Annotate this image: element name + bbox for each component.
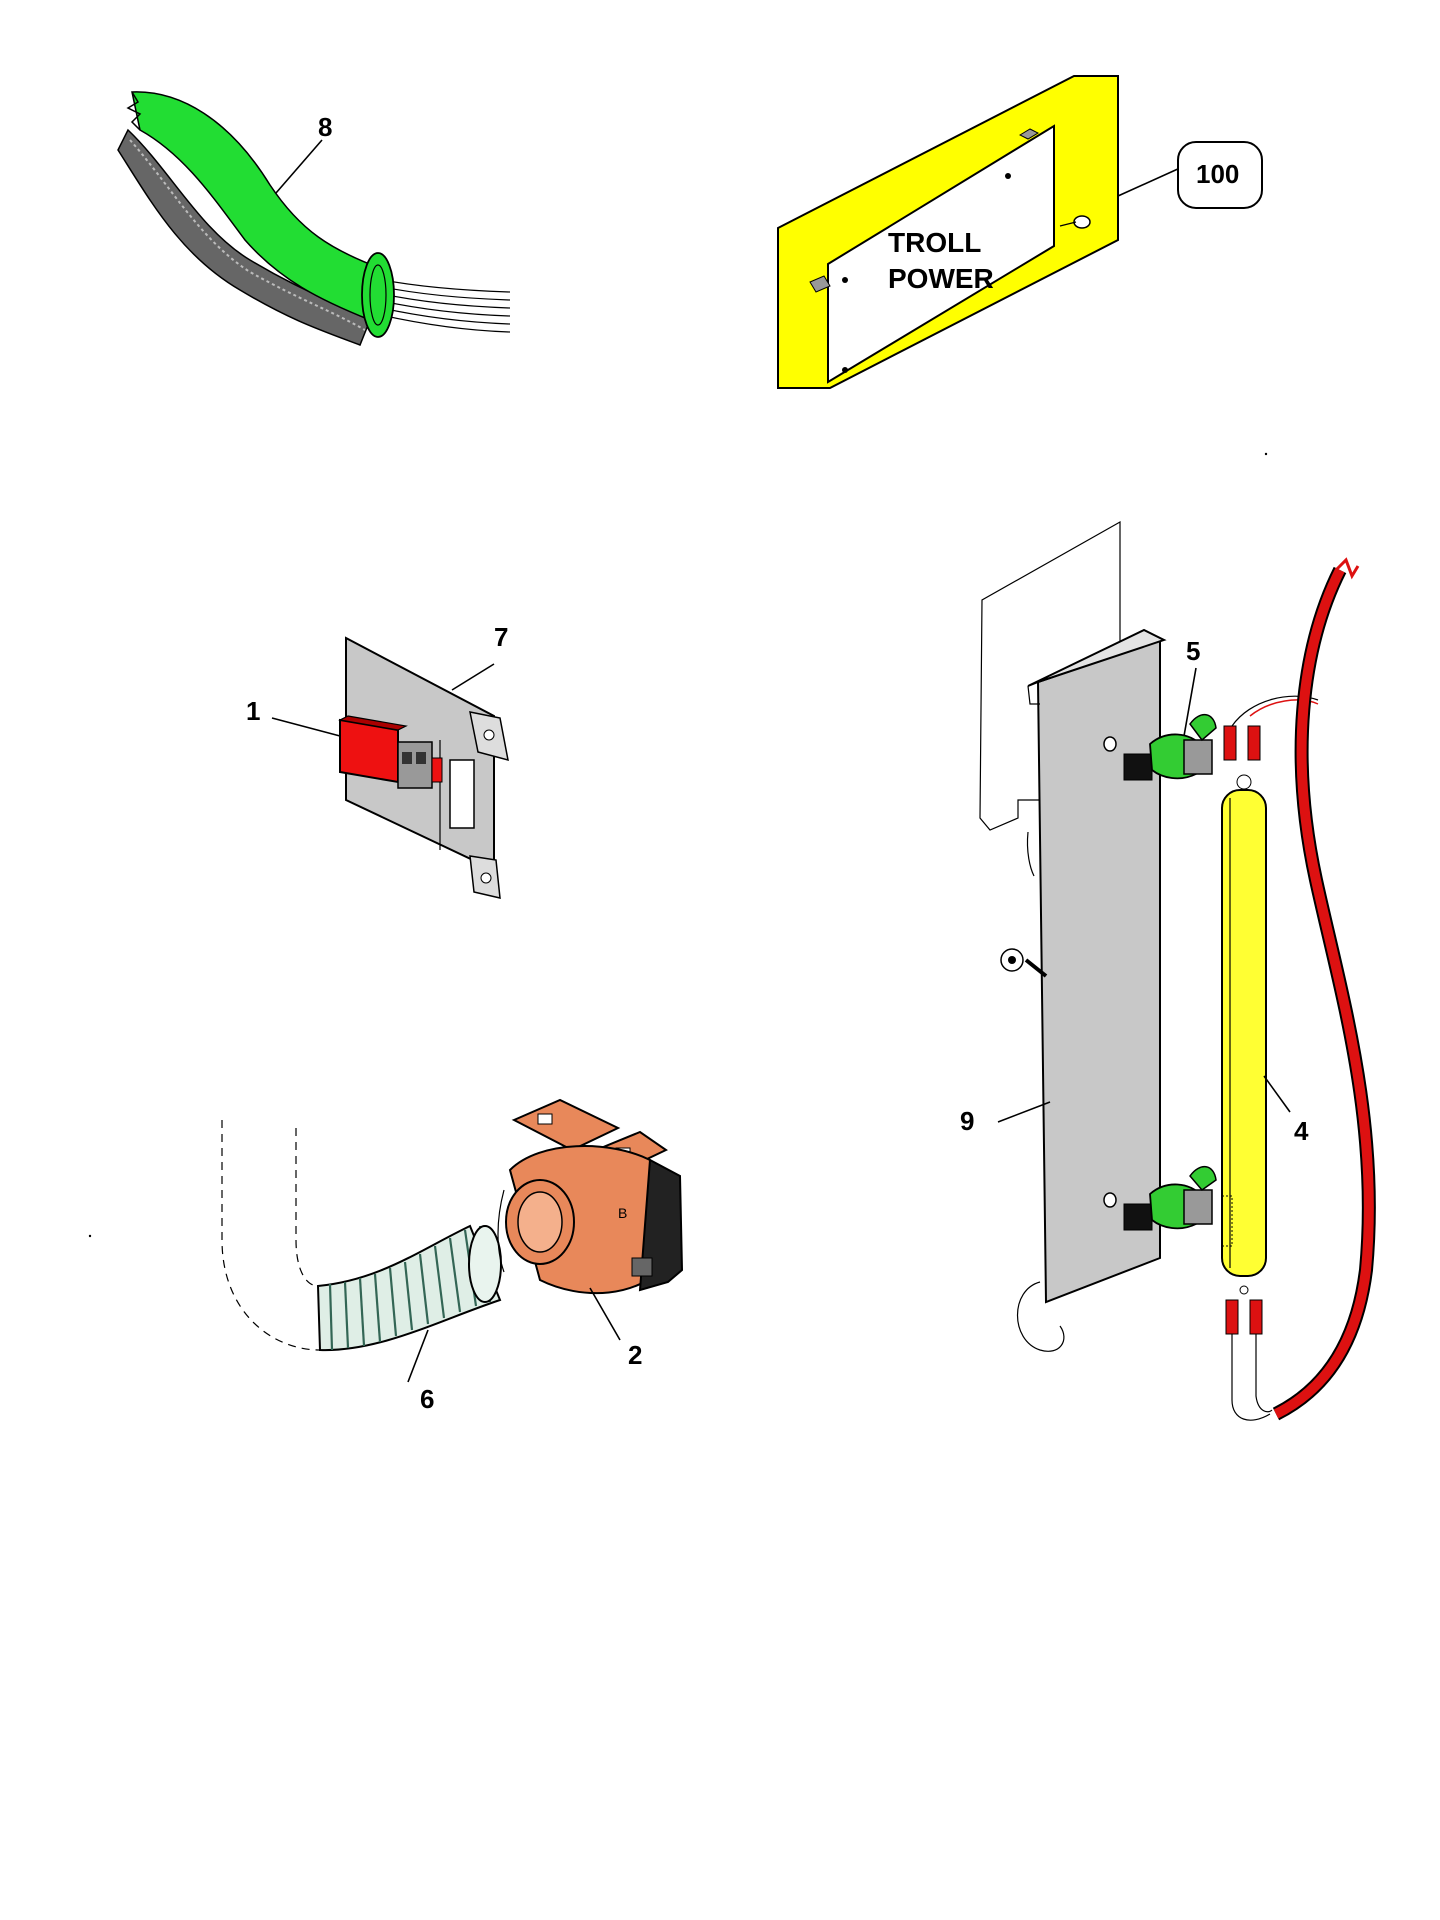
- callout-6: 6: [420, 1384, 434, 1414]
- callout-7: 7: [494, 622, 508, 652]
- callout-5: 5: [1186, 636, 1200, 666]
- part-100-troll-power-plate: TROLL POWER: [777, 75, 1119, 389]
- part-2-blower: B: [497, 1098, 684, 1295]
- part-5-tube-clips: [1123, 714, 1217, 1231]
- part-9-mounting-panel: [979, 520, 1167, 1352]
- part-1-rocker-switch: [338, 715, 443, 789]
- part-8-wire-harness: [117, 91, 511, 346]
- lower-tube-clip: [1123, 1166, 1217, 1231]
- red-power-cable: [1272, 557, 1376, 1421]
- callout-9: 9: [960, 1106, 974, 1136]
- plate-label-line2: POWER: [888, 263, 994, 294]
- part-4-heater-tube: [1221, 695, 1319, 1421]
- callout-100: 100: [1196, 159, 1239, 189]
- part-6-duct-hose: [221, 1120, 502, 1352]
- callout-100-box: [1177, 141, 1263, 209]
- troll-power-panel: [827, 124, 1055, 384]
- upper-tube-clip: [1123, 714, 1217, 781]
- callout-2: 2: [628, 1340, 642, 1370]
- plate-label-line1: TROLL: [888, 227, 981, 258]
- harness-grommet: [361, 252, 395, 338]
- callout-4: 4: [1294, 1116, 1309, 1146]
- callout-1: 1: [246, 696, 260, 726]
- callout-8: 8: [318, 112, 332, 142]
- svg-text:B: B: [618, 1205, 627, 1221]
